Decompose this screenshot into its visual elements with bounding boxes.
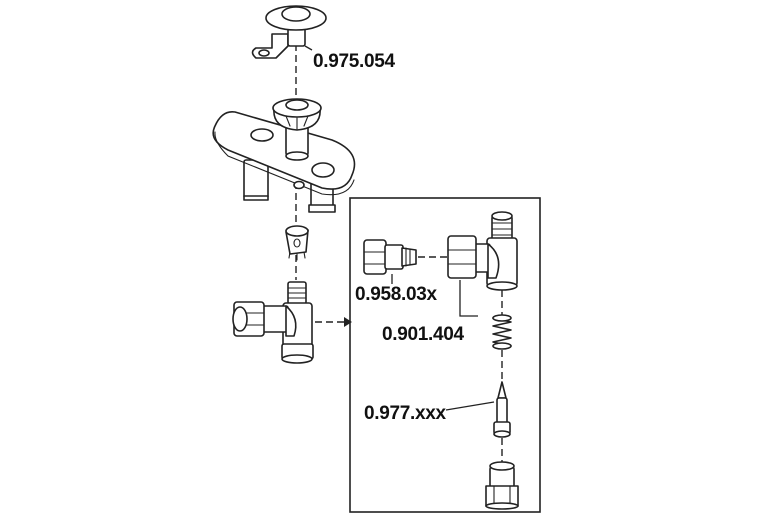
label-needle: 0.977.xxx <box>364 403 447 424</box>
needle-part <box>493 381 511 438</box>
callout-arrow <box>315 317 352 327</box>
leader-lines <box>304 45 495 411</box>
label-nozzle: 0.958.03x <box>355 284 438 305</box>
exploded-inset-frame <box>349 197 541 513</box>
tee-body-part <box>447 211 518 291</box>
clip-part <box>285 225 309 261</box>
mounting-plate-part <box>212 98 356 213</box>
nozzle-part <box>363 239 417 275</box>
label-tee-body: 0.901.404 <box>382 324 465 345</box>
pilot-body-assembled <box>232 281 314 364</box>
top-cap-part <box>251 5 327 59</box>
spring-part <box>492 314 512 350</box>
bottom-nut-part <box>485 461 519 510</box>
label-top-cap: 0.975.054 <box>313 51 396 72</box>
